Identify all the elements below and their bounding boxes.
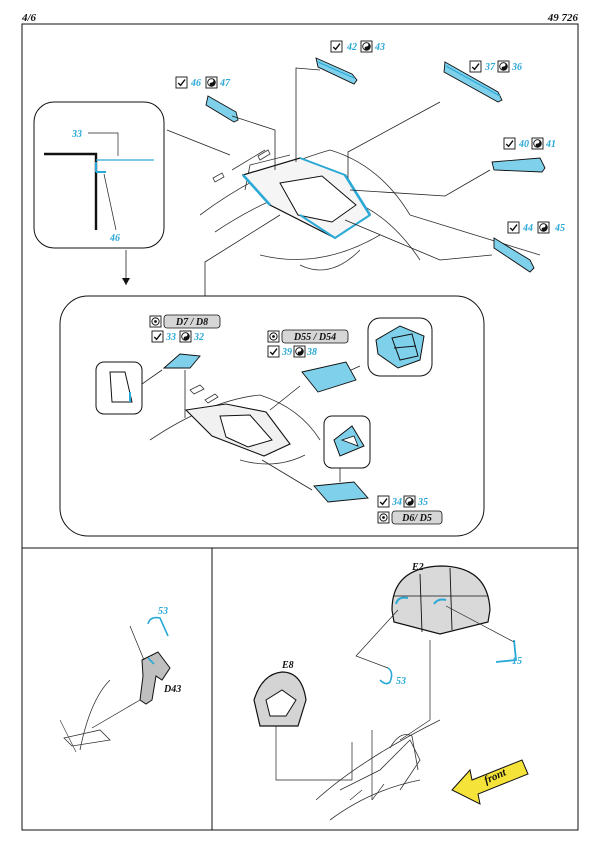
inset-detail — [33, 101, 165, 249]
tag-d55-d54-text: D55 / D54 — [293, 332, 336, 343]
label-e8: E8 — [281, 660, 294, 671]
detail-fuselage — [149, 384, 321, 465]
part-42-43 — [315, 57, 358, 85]
label-47: 47 — [219, 78, 231, 89]
label-43: 43 — [374, 42, 385, 53]
part-44-45 — [493, 237, 535, 273]
leader-lines — [125, 67, 493, 296]
tag-d6-d5-text: D6/ D5 — [401, 513, 432, 524]
label-32: 32 — [193, 332, 204, 343]
label-41: 41 — [545, 139, 556, 150]
cockpit-frame — [241, 157, 372, 240]
bottom-left-frame — [21, 547, 213, 831]
part-46-47 — [205, 95, 239, 123]
part-37-36 — [443, 61, 503, 103]
bottom-right-drawing — [253, 565, 529, 821]
inset-drawing — [44, 132, 154, 231]
label-37: 37 — [484, 62, 496, 73]
set-number: 49 726 — [547, 12, 578, 24]
label-45: 45 — [554, 223, 565, 234]
part-34-35 — [313, 481, 369, 503]
label-35: 35 — [417, 497, 428, 508]
bottom-right-frame — [211, 547, 579, 831]
label-53-right: 53 — [396, 676, 406, 687]
part-40-41 — [491, 157, 546, 173]
detail-cockpit — [184, 403, 291, 457]
inset-label-33: 33 — [71, 129, 82, 140]
label-34: 34 — [391, 497, 402, 508]
bottom-left-drawing — [59, 616, 171, 753]
tag-d7-d8 — [163, 314, 221, 329]
label-44: 44 — [522, 223, 533, 234]
tag-d6-d5 — [391, 510, 443, 525]
part-39-38 — [301, 361, 357, 393]
label-36: 36 — [511, 62, 522, 73]
label-e2: E2 — [411, 562, 424, 573]
label-38: 38 — [306, 347, 317, 358]
tag-d7-d8-text: D7 / D8 — [175, 317, 208, 328]
label-40: 40 — [518, 139, 529, 150]
inset-label-46: 46 — [109, 233, 120, 244]
label-42: 42 — [346, 42, 357, 53]
label-d43: D43 — [163, 684, 181, 695]
front-arrow-icon — [451, 759, 529, 805]
label-33: 33 — [165, 332, 176, 343]
arrow-icon — [122, 278, 130, 285]
label-15: 15 — [512, 656, 522, 667]
tag-d55-d54 — [281, 329, 349, 344]
part-33-32 — [162, 353, 201, 369]
label-53-left: 53 — [158, 606, 168, 617]
fuselage-drawing — [199, 149, 541, 271]
label-39: 39 — [281, 347, 292, 358]
page-number: 4/6 — [22, 12, 37, 24]
label-46: 46 — [190, 78, 201, 89]
